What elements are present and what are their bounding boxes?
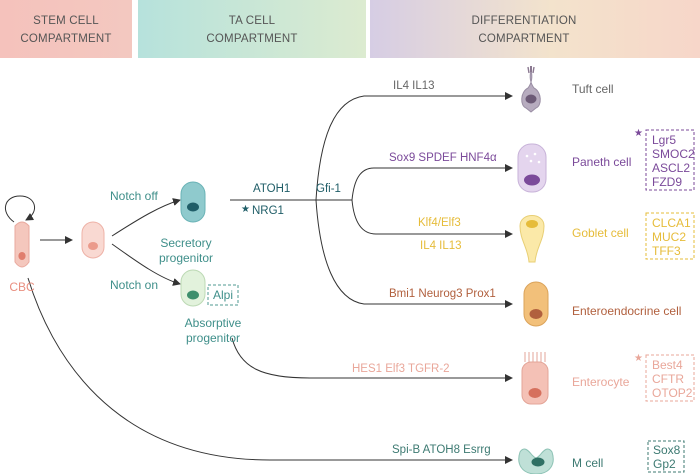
- differentiation-compartment-header: DIFFERENTIATION COMPARTMENT: [370, 0, 700, 58]
- goblet-cell: Goblet cell CLCA1 MUC2 TFF3: [519, 212, 695, 263]
- enterocyte-cell: Enterocyte ★ Best4 CFTR OTOP2: [521, 352, 695, 405]
- pathway-arrows: [5, 92, 513, 464]
- mcell-label: M cell: [572, 456, 603, 470]
- secretory-label-line2: progenitor: [159, 251, 213, 265]
- absorptive-progenitor-cell: Alpi Absorptive progenitor: [180, 269, 242, 345]
- alpi-marker-box: [207, 284, 239, 306]
- paneth-marker-box: [645, 129, 695, 191]
- goblet-label: Goblet cell: [572, 226, 629, 240]
- nrg1-label: NRG1: [252, 205, 284, 217]
- stem-header-line2: COMPARTMENT: [20, 33, 111, 45]
- diff-header-line2: COMPARTMENT: [478, 33, 569, 45]
- absorptive-label-line2: progenitor: [186, 331, 240, 345]
- branch-to-enteroendocrine: [315, 199, 513, 308]
- enteroendocrine-signals: Bmi1 Neurog3 Prox1: [389, 288, 496, 300]
- enteroendocrine-label: Enteroendocrine cell: [572, 304, 681, 318]
- m-cell: M cell Sox8 Gp2: [518, 440, 685, 474]
- absorptive-to-enterocyte: [231, 337, 513, 382]
- mcell-marker-sox8: Sox8: [653, 443, 681, 457]
- secretory-label-line1: Secretory: [160, 236, 211, 250]
- enterocyte-marker-cftr: CFTR: [652, 372, 684, 386]
- mcell-marker-gp2: Gp2: [653, 457, 676, 471]
- enterocyte-signals: HES1 Elf3 TGFR-2: [352, 363, 450, 375]
- paneth-star: ★: [634, 128, 643, 139]
- goblet-signals-bottom: IL4 IL13: [420, 240, 462, 252]
- branch-to-tuft: [315, 92, 513, 201]
- branch-to-goblet: [351, 199, 513, 238]
- diff-header-line1: DIFFERENTIATION: [471, 15, 576, 27]
- atoh1-label: ATOH1: [253, 183, 290, 195]
- stem-compartment-header: STEM CELL COMPARTMENT: [0, 0, 132, 58]
- early-progenitor-cell: [81, 221, 105, 259]
- goblet-signals-top: Klf4/Elf3: [418, 217, 461, 229]
- notch-off-label: Notch off: [110, 189, 158, 203]
- branch-to-paneth: [351, 164, 513, 201]
- gfi1-label: Gfi-1: [316, 183, 341, 195]
- paneth-signals: Sox9 SPDEF HNF4α: [389, 152, 497, 164]
- secretory-progenitor-cell: Secretory progenitor: [159, 181, 213, 265]
- paneth-label: Paneth cell: [572, 155, 631, 169]
- paneth-marker-fzd9: FZD9: [652, 175, 682, 189]
- tuft-signals: IL4 IL13: [393, 80, 435, 92]
- enterocyte-marker-best4: Best4: [652, 358, 683, 372]
- paneth-marker-lgr5: Lgr5: [652, 133, 676, 147]
- tuft-label: Tuft cell: [572, 82, 614, 96]
- goblet-marker-tff3: TFF3: [652, 244, 681, 258]
- stem-header-line1: STEM CELL: [33, 15, 99, 27]
- ta-header-line1: TA CELL: [229, 15, 276, 27]
- mcell-signals: Spi-B ATOH8 Esrrg: [392, 444, 491, 456]
- cbc-to-mcell: [27, 277, 513, 464]
- goblet-marker-muc2: MUC2: [652, 230, 686, 244]
- goblet-marker-box: [645, 212, 695, 260]
- cbc-label: CBC: [9, 280, 35, 294]
- notch-on-branch: [111, 243, 181, 286]
- enterocyte-marker-box: [645, 354, 695, 402]
- self-renewal-arrow: [5, 195, 35, 223]
- notch-on-label: Notch on: [110, 278, 158, 292]
- notch-off-branch: [111, 198, 181, 237]
- paneth-cell: Paneth cell ★ Lgr5 SMOC2 ASCL2 FZD9: [517, 128, 695, 193]
- alpi-marker: Alpi: [213, 288, 233, 302]
- absorptive-label-line1: Absorptive: [185, 316, 242, 330]
- enterocyte-label: Enterocyte: [572, 375, 630, 389]
- cbc-cell: CBC: [9, 221, 35, 294]
- ta-header-line2: COMPARTMENT: [206, 33, 297, 45]
- paneth-marker-ascl2: ASCL2: [652, 161, 690, 175]
- mcell-marker-box: [647, 440, 685, 473]
- enteroendocrine-cell: Enteroendocrine cell: [523, 281, 681, 327]
- enterocyte-star: ★: [634, 353, 643, 364]
- ta-compartment-header: TA CELL COMPARTMENT: [138, 0, 366, 58]
- paneth-marker-smoc2: SMOC2: [652, 147, 695, 161]
- nrg1-star: ★: [241, 204, 250, 215]
- tuft-cell: Tuft cell: [521, 66, 614, 113]
- enterocyte-marker-otop2: OTOP2: [652, 386, 693, 400]
- goblet-marker-clca1: CLCA1: [652, 216, 691, 230]
